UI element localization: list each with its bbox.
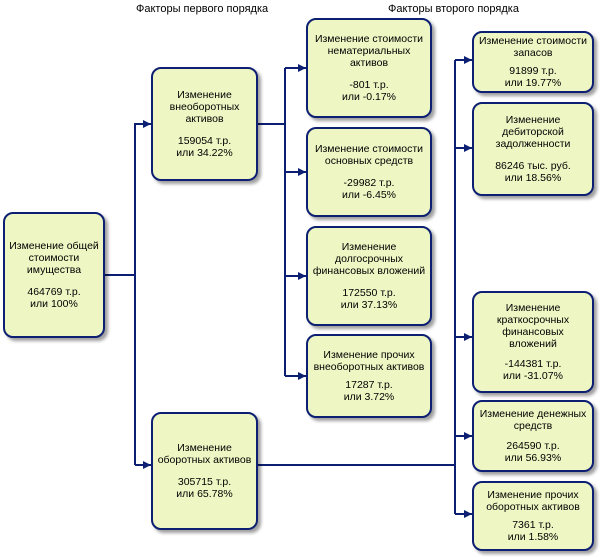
node-longterm-investments-percent: или 37.13% <box>340 299 398 311</box>
node-shortterm-investments-percent: или -31.07% <box>503 370 563 382</box>
node-noncurrent-assets-value: 159054 т.р. <box>177 135 232 147</box>
node-cash-value: 264590 т.р. <box>506 440 560 452</box>
node-receivables-title: Изменение дебиторской задолженности <box>495 114 571 150</box>
header-first-order: Факторы первого порядка <box>136 3 269 15</box>
node-longterm-investments-value: 172550 т.р. <box>342 287 396 299</box>
node-fixed-assets-title: Изменение стоимости основных средств <box>314 143 424 167</box>
node-other-current-assets-title: Изменение прочих оборотных активов <box>486 489 580 513</box>
node-total-property: Изменение общей стоимости имущества 4647… <box>3 212 105 338</box>
node-intangible-assets-title: Изменение стоимости нематериальных актив… <box>314 33 424 69</box>
node-inventory: Изменение стоимости запасов 91899 т.р. и… <box>472 31 594 93</box>
node-current-assets-value: 305715 т.р. <box>177 476 232 488</box>
node-inventory-percent: или 19.77% <box>504 77 562 89</box>
node-receivables: Изменение дебиторской задолженности 8624… <box>472 102 594 196</box>
node-other-noncurrent-assets: Изменение прочих внеоборотных активов 17… <box>306 334 432 418</box>
node-fixed-assets: Изменение стоимости основных средств -29… <box>306 127 432 217</box>
node-longterm-investments-title: Изменение долгосрочных финансовых вложен… <box>312 241 426 277</box>
header-second-order: Факторы второго порядка <box>388 3 519 15</box>
node-cash-title: Изменение денежных средств <box>479 408 587 432</box>
node-intangible-assets-percent: или -0.17% <box>341 91 397 103</box>
node-shortterm-investments-value: -144381 т.р. <box>504 358 562 370</box>
node-intangible-assets: Изменение стоимости нематериальных актив… <box>306 18 432 118</box>
node-receivables-percent: или 18.56% <box>504 172 562 184</box>
node-intangible-assets-value: -801 т.р. <box>349 79 389 91</box>
node-other-current-assets-percent: или 1.58% <box>507 531 559 543</box>
node-longterm-investments: Изменение долгосрочных финансовых вложен… <box>306 226 432 326</box>
node-inventory-title: Изменение стоимости запасов <box>478 35 588 59</box>
node-fixed-assets-percent: или -6.45% <box>341 189 397 201</box>
node-cash: Изменение денежных средств 264590 т.р. и… <box>472 400 594 472</box>
node-fixed-assets-value: -29982 т.р. <box>343 177 395 189</box>
node-cash-percent: или 56.93% <box>504 452 562 464</box>
node-noncurrent-assets: Изменение внеоборотных активов 159054 т.… <box>151 67 258 181</box>
node-other-noncurrent-assets-title: Изменение прочих внеоборотных активов <box>313 349 425 373</box>
node-current-assets: Изменение оборотных активов 305715 т.р. … <box>151 412 258 530</box>
node-other-noncurrent-assets-percent: или 3.72% <box>343 391 395 403</box>
node-total-property-percent: или 100% <box>30 298 78 310</box>
node-shortterm-investments-title: Изменение краткосрочных финансовых вложе… <box>496 302 570 350</box>
node-inventory-value: 91899 т.р. <box>509 65 557 77</box>
node-noncurrent-assets-percent: или 34.22% <box>176 147 233 159</box>
node-other-current-assets: Изменение прочих оборотных активов 7361 … <box>472 481 594 551</box>
node-total-property-value: 464769 т.р. <box>27 286 81 298</box>
node-other-current-assets-value: 7361 т.р. <box>512 519 554 531</box>
node-receivables-value: 86246 тыс. руб. <box>495 160 571 172</box>
node-shortterm-investments: Изменение краткосрочных финансовых вложе… <box>472 291 594 393</box>
node-total-property-title: Изменение общей стоимости имущества <box>9 240 99 276</box>
node-noncurrent-assets-title: Изменение внеоборотных активов <box>169 89 240 125</box>
node-current-assets-percent: или 65.78% <box>176 488 233 500</box>
connector-root <box>105 123 151 276</box>
node-current-assets-title: Изменение оборотных активов <box>157 442 252 466</box>
node-other-noncurrent-assets-value: 17287 т.р. <box>345 379 393 391</box>
